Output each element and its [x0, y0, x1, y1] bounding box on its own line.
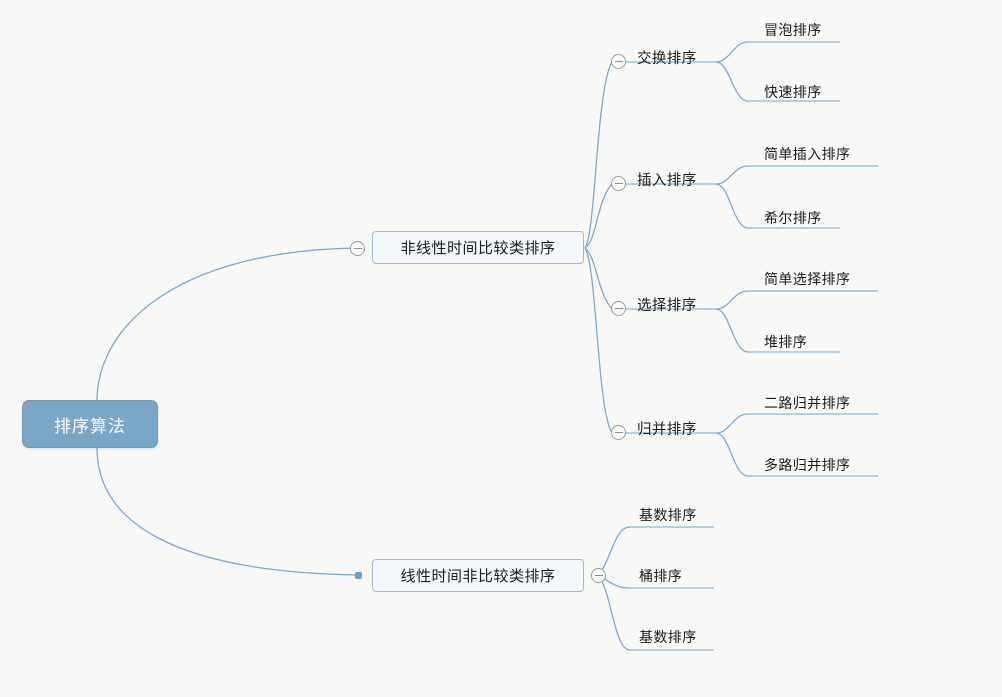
node-radix-sort-2-label: 基数排序: [639, 629, 697, 645]
node-heap-sort[interactable]: 堆排序: [764, 335, 807, 349]
toggle-exchange[interactable]: [611, 54, 626, 69]
node-selection-sort[interactable]: 选择排序: [637, 299, 697, 314]
node-insertion-sort-label: 插入排序: [637, 173, 697, 189]
branch-node-linear-label: 线性时间非比较类排序: [400, 568, 556, 585]
edge-exchange-to-quick: [715, 61, 749, 102]
edge-nonlinear-to-selection: [584, 247, 613, 310]
toggle-merge[interactable]: [611, 425, 626, 440]
edge-root-to-linear: [96, 447, 359, 576]
node-simple-selection-sort[interactable]: 简单选择排序: [764, 272, 850, 286]
edge-insertion-to-simple-insert: [715, 165, 749, 185]
edge-selection-to-heap: [715, 308, 749, 353]
node-bucket-sort-label: 桶排序: [639, 568, 683, 584]
node-merge-sort-label: 归并排序: [637, 422, 697, 438]
connector-dot-linear: [355, 572, 362, 579]
edge-selection-to-simple-select: [715, 290, 749, 310]
node-simple-insertion-sort-label: 简单插入排序: [764, 146, 851, 162]
node-exchange-sort[interactable]: 交换排序: [637, 52, 697, 67]
node-radix-sort-1-label: 基数排序: [639, 507, 697, 523]
node-bubble-sort[interactable]: 冒泡排序: [764, 23, 822, 37]
branch-node-nonlinear[interactable]: 非线性时间比较类排序: [372, 231, 584, 264]
node-exchange-sort-label: 交换排序: [637, 51, 697, 67]
node-multi-way-merge-sort-label: 多路归并排序: [764, 457, 851, 473]
edge-nonlinear-to-insertion: [584, 183, 613, 249]
node-selection-sort-label: 选择排序: [637, 298, 697, 314]
root-node-label: 排序算法: [54, 416, 126, 436]
edge-nonlinear-to-exchange: [584, 61, 613, 249]
edge-root-to-nonlinear: [96, 247, 355, 402]
node-multi-way-merge-sort[interactable]: 多路归并排序: [764, 458, 850, 472]
node-bucket-sort[interactable]: 桶排序: [639, 569, 682, 583]
root-node[interactable]: 排序算法: [22, 400, 158, 448]
branch-node-nonlinear-label: 非线性时间比较类排序: [400, 240, 556, 257]
edge-nonlinear-to-merge: [584, 247, 613, 434]
branch-node-linear[interactable]: 线性时间非比较类排序: [372, 559, 584, 592]
edge-exchange-to-bubble: [715, 41, 749, 63]
node-shell-sort-label: 希尔排序: [764, 210, 822, 226]
node-merge-sort[interactable]: 归并排序: [637, 423, 697, 438]
toggle-insertion[interactable]: [611, 176, 626, 191]
node-two-way-merge-sort-label: 二路归并排序: [764, 395, 851, 411]
node-shell-sort[interactable]: 希尔排序: [764, 211, 822, 225]
edge-insertion-to-shell: [715, 183, 749, 229]
node-simple-selection-sort-label: 简单选择排序: [764, 271, 851, 287]
toggle-linear[interactable]: [591, 568, 606, 583]
node-radix-sort-1[interactable]: 基数排序: [639, 508, 697, 522]
node-two-way-merge-sort[interactable]: 二路归并排序: [764, 396, 850, 410]
node-simple-insertion-sort[interactable]: 简单插入排序: [764, 147, 850, 161]
toggle-nonlinear[interactable]: [350, 241, 365, 256]
node-heap-sort-label: 堆排序: [764, 334, 808, 350]
node-bubble-sort-label: 冒泡排序: [764, 22, 822, 38]
node-quick-sort-label: 快速排序: [764, 84, 822, 100]
node-radix-sort-2[interactable]: 基数排序: [639, 630, 697, 644]
edge-merge-to-multi-way: [715, 432, 749, 477]
edge-linear-to-radix1: [597, 526, 631, 576]
edge-linear-to-radix2: [597, 574, 631, 651]
edge-merge-to-two-way: [715, 413, 749, 434]
toggle-selection[interactable]: [611, 301, 626, 316]
node-insertion-sort[interactable]: 插入排序: [637, 174, 697, 189]
node-quick-sort[interactable]: 快速排序: [764, 85, 822, 99]
